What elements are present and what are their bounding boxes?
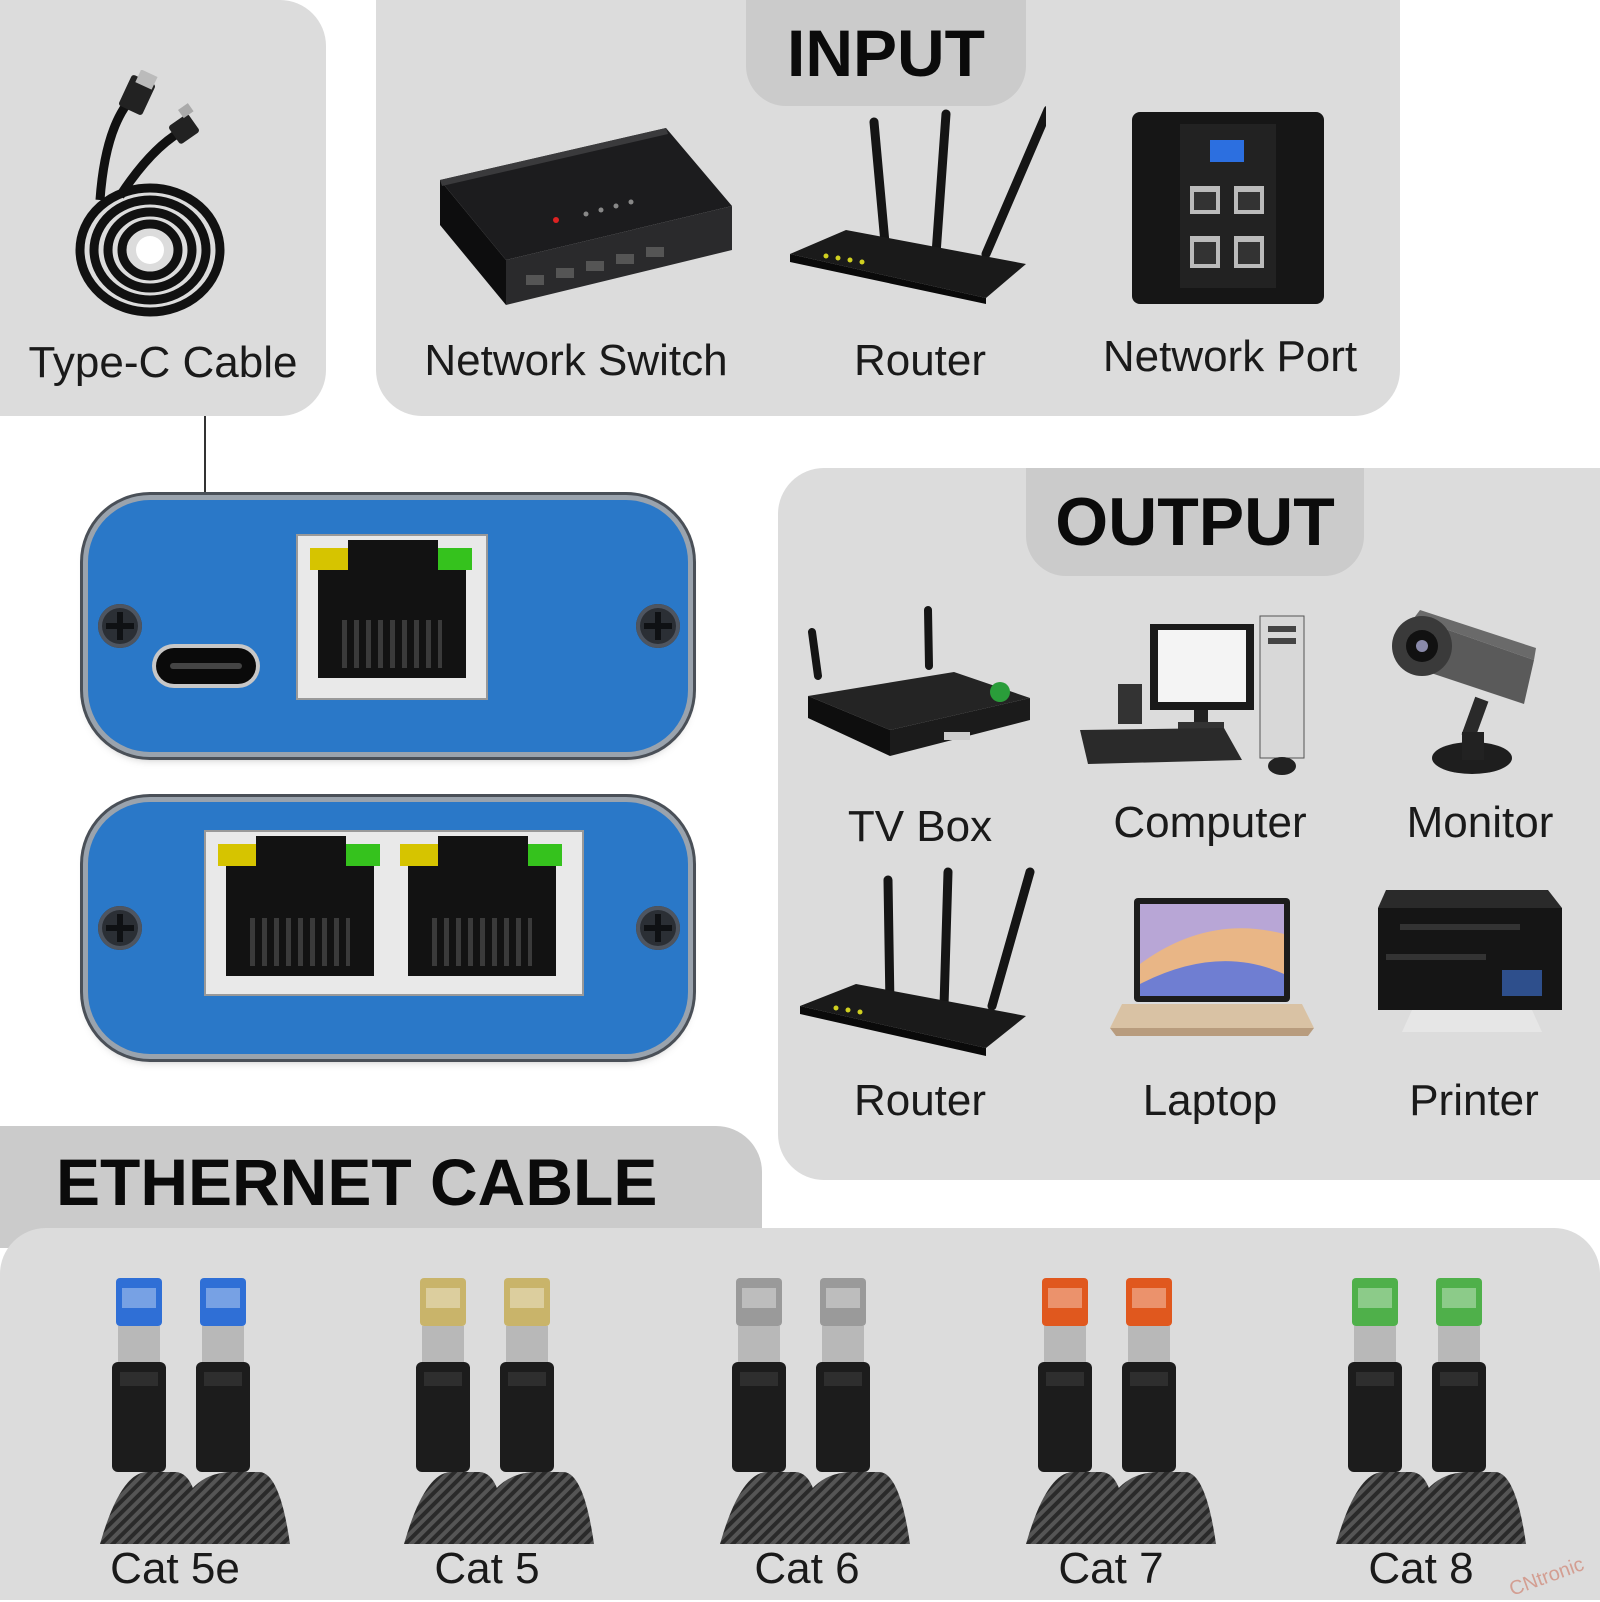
- ethernet-cable-icon: [1336, 1278, 1526, 1544]
- output-label-computer: Computer: [1113, 798, 1307, 847]
- rj45-port-dual-housing: [204, 830, 584, 996]
- ethernet-cable-title: ETHERNET CABLE: [0, 1126, 762, 1248]
- ethernet-cable-icon: [1026, 1278, 1216, 1544]
- tv-box-icon: [808, 606, 1030, 756]
- network-port-icon: [1132, 112, 1324, 304]
- led-yellow: [310, 548, 348, 570]
- rj45-port[interactable]: [296, 534, 488, 700]
- rj45-port[interactable]: [394, 832, 570, 994]
- printer-icon: [1378, 890, 1562, 1032]
- output-label-laptop: Laptop: [1142, 1076, 1278, 1125]
- led-green: [342, 844, 380, 866]
- input-label-network-switch: Network Switch: [424, 336, 728, 385]
- network-switch-icon: [440, 128, 732, 305]
- input-title: INPUT: [746, 0, 1026, 106]
- type-c-cable-panel: Type-C Cable: [0, 0, 326, 416]
- adapter-bottom-face: [88, 802, 688, 1054]
- led-yellow: [218, 844, 256, 866]
- usb-c-port[interactable]: [156, 648, 256, 684]
- cable-label-cat5e: Cat 5e: [110, 1544, 240, 1593]
- output-label-monitor: Monitor: [1406, 798, 1554, 847]
- type-c-cable-icon: [75, 70, 225, 317]
- led-green: [434, 548, 472, 570]
- rj45-port[interactable]: [212, 832, 388, 994]
- led-yellow: [400, 844, 438, 866]
- computer-icon: [1080, 615, 1305, 775]
- laptop-icon: [1110, 898, 1314, 1036]
- cable-label-cat5: Cat 5: [434, 1544, 540, 1593]
- ethernet-cable-icon: [720, 1278, 910, 1544]
- camera-icon: [1392, 610, 1536, 774]
- output-label-printer: Printer: [1409, 1076, 1539, 1125]
- cable-label-cat7: Cat 7: [1058, 1544, 1164, 1593]
- type-c-cable-label: Type-C Cable: [28, 338, 298, 387]
- output-panel: [778, 468, 1600, 1180]
- screw-icon: [98, 604, 142, 648]
- screw-icon: [636, 604, 680, 648]
- ethernet-cable-icon: [100, 1278, 290, 1544]
- adapter-top-face: [88, 500, 688, 752]
- screw-icon: [636, 906, 680, 950]
- ethernet-cable-icon: [404, 1278, 594, 1544]
- router-icon: [790, 105, 1046, 304]
- led-green: [524, 844, 562, 866]
- input-label-network-port: Network Port: [1102, 332, 1358, 381]
- output-label-tv-box: TV Box: [847, 802, 993, 851]
- router-icon: [800, 867, 1035, 1056]
- output-title: OUTPUT: [1026, 468, 1364, 576]
- cable-label-cat8: Cat 8: [1368, 1544, 1474, 1593]
- input-label-router: Router: [853, 336, 987, 385]
- cable-label-cat6: Cat 6: [754, 1544, 860, 1593]
- output-label-router: Router: [853, 1076, 987, 1125]
- screw-icon: [98, 906, 142, 950]
